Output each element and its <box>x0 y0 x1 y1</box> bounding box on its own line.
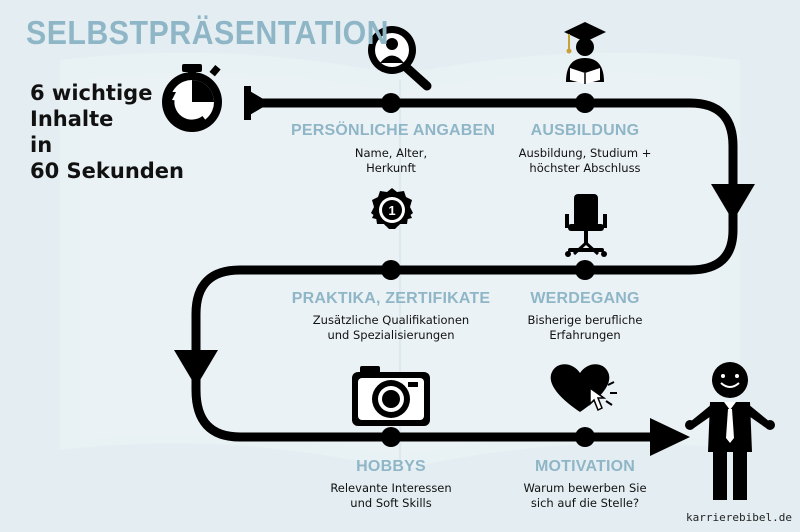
path-nodes <box>381 93 595 447</box>
subtitle-line-1: 6 wichtige <box>30 81 153 105</box>
source-credit: karrierebibel.de <box>686 511 792 524</box>
step-title-praktika-zertifikate: PRAKTIKA, ZERTIFIKATE <box>291 290 491 307</box>
step-desc-line: Erfahrungen <box>549 328 621 342</box>
person-figure-icon <box>685 362 775 500</box>
flow-path <box>191 98 738 442</box>
start-triangle <box>248 90 270 116</box>
award-number: 1 <box>388 203 395 218</box>
step-title-hobbys: HOBBYS <box>356 458 426 475</box>
step-title-motivation: MOTIVATION <box>534 458 636 475</box>
arrow-down-left <box>174 350 218 387</box>
book-background <box>60 52 740 471</box>
step-title-ausbildung: AUSBILDUNG <box>530 122 640 139</box>
award-ribbon-icon <box>371 188 413 229</box>
step-desc-line: Zusätzliche Qualifikationen <box>312 313 470 327</box>
office-chair-icon <box>565 194 607 257</box>
step-desc-line: Herkunft <box>366 161 416 175</box>
stopwatch-icon <box>162 64 222 132</box>
step-desc-line: höchster Abschluss <box>529 161 641 175</box>
step-desc-line: und Soft Skills <box>350 496 432 510</box>
step-desc-line: Name, Alter, <box>354 146 428 160</box>
subtitle-line-3: in <box>30 133 53 157</box>
graduate-icon <box>564 22 606 84</box>
step-desc-line: Warum bewerben Sie <box>523 481 647 495</box>
arrow-end <box>650 418 690 456</box>
step-desc-line: Ausbildung, Studium + <box>518 146 652 160</box>
subtitle-line-4: 60 Sekunden <box>30 159 184 183</box>
start-bar <box>244 86 251 120</box>
person-search-icon <box>368 26 432 91</box>
page-title: SELBSTPRÄSENTATION <box>26 14 390 51</box>
step-desc-line: und Spezialisierungen <box>327 328 455 342</box>
subtitle-line-2: Inhalte <box>30 107 114 131</box>
camera-icon <box>352 366 430 426</box>
step-desc-line: Relevante Interessen <box>330 481 452 495</box>
step-title-werdegang: WERDEGANG <box>530 290 640 307</box>
arrow-down-right <box>711 184 755 221</box>
step-title-persoenliche-angaben: PERSÖNLICHE ANGABEN <box>291 122 496 139</box>
step-desc-line: sich auf die Stelle? <box>530 496 640 510</box>
heart-click-icon <box>550 364 617 412</box>
step-desc-line: Bisherige berufliche <box>527 313 643 327</box>
